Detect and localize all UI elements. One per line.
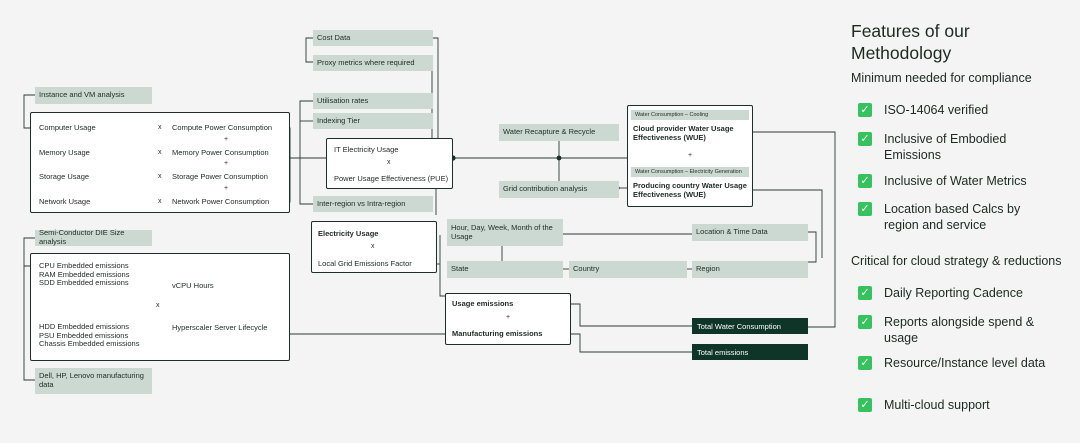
usage-emissions-label: Usage emissions	[452, 299, 514, 308]
embodied-item: PSU Embedded emissions	[39, 330, 129, 340]
strategy-item: ✓ Daily Reporting Cadence	[858, 285, 1058, 301]
times-operator: x	[158, 173, 162, 180]
compliance-item: ✓ Location based Calcs by region and ser…	[858, 201, 1058, 233]
wue-box	[627, 105, 753, 207]
compliance-item-label: Location based Calcs by region and servi…	[884, 202, 1021, 232]
panel-title: Features of our Methodology	[851, 21, 970, 63]
it-electricity-box	[326, 138, 453, 189]
times-operator: x	[158, 149, 162, 156]
power-row-network: Network Power Consumption	[168, 194, 281, 210]
check-icon: ✓	[858, 315, 872, 329]
times-operator: x	[387, 159, 391, 166]
strategy-heading: Critical for cloud strategy & reductions	[851, 254, 1062, 268]
usage-row-compute: Computer Usage	[35, 120, 152, 136]
times-operator: x	[156, 302, 160, 309]
embodied-item: CPU Embedded emissions	[39, 261, 129, 270]
emissions-box	[445, 293, 571, 345]
compliance-heading: Minimum needed for compliance	[851, 71, 1032, 85]
compliance-item-label: ISO-14064 verified	[884, 103, 989, 117]
generation-tag: Water Consumption – Electricity Generati…	[631, 167, 749, 177]
utilisation-label: Utilisation rates	[313, 93, 433, 109]
features-panel: Features of our Methodology Minimum need…	[836, 0, 1080, 443]
cost-data-label: Cost Data	[313, 30, 433, 46]
embodied-group-1: CPU Embedded emissions RAM Embedded emis…	[35, 259, 152, 297]
country-label: Country	[569, 261, 687, 278]
instance-vm-label: Instance and VM analysis	[35, 87, 152, 104]
times-operator: x	[158, 198, 162, 205]
usage-row-storage: Storage Usage	[35, 169, 152, 185]
check-icon: ✓	[858, 356, 872, 370]
grid-contribution-label: Grid contribution analysis	[499, 181, 619, 198]
inter-region-label: Inter-region vs Intra-region	[313, 196, 433, 212]
grid-factor-label: Local Grid Emissions Factor	[318, 259, 412, 268]
plus-operator: +	[224, 185, 229, 192]
embodied-item: RAM Embedded emissions	[39, 269, 130, 279]
embodied-group-2: HDD Embedded emissions PSU Embedded emis…	[35, 320, 152, 357]
total-emissions-output: Total emissions	[692, 344, 808, 360]
compliance-item: ✓ Inclusive of Embodied Emissions	[858, 131, 1058, 163]
power-row-compute: Compute Power Consumption	[168, 120, 281, 136]
embodied-item: SDD Embedded emissions	[39, 278, 129, 288]
strategy-item-label: Reports alongside spend & usage	[884, 315, 1035, 345]
check-icon: ✓	[858, 103, 872, 117]
usage-row-network: Network Usage	[35, 194, 152, 210]
embodied-item: HDD Embedded emissions	[39, 322, 130, 331]
water-recapture-label: Water Recapture & Recycle	[499, 124, 619, 141]
compliance-item-label: Inclusive of Water Metrics	[884, 174, 1027, 188]
plus-operator: +	[224, 136, 229, 143]
check-icon: ✓	[858, 286, 872, 300]
strategy-item: ✓ Reports alongside spend & usage	[858, 314, 1058, 346]
times-operator: x	[371, 243, 375, 250]
indexing-tier-label: Indexing Tier	[313, 113, 433, 129]
plus-operator: +	[224, 160, 229, 167]
proxy-metrics-label: Proxy metrics where required	[313, 55, 433, 71]
plus-operator: +	[688, 152, 693, 159]
compliance-item: ✓ ISO-14064 verified	[858, 102, 1058, 118]
embodied-item: Chassis Embedded emissions	[39, 339, 140, 349]
check-icon: ✓	[858, 202, 872, 216]
time-granularity-label: Hour, Day, Week, Month of the Usage	[447, 219, 563, 246]
server-lifecycle-label: Hyperscaler Server Lifecycle	[168, 320, 284, 337]
compliance-item-label: Inclusive of Embodied Emissions	[884, 132, 1007, 162]
check-icon: ✓	[858, 398, 872, 412]
total-water-output: Total Water Consumption	[692, 318, 808, 334]
electricity-usage-title: Electricity Usage	[318, 229, 379, 238]
country-wue-title: Producing country Water Usage Effectiven…	[633, 181, 747, 199]
semi-conductor-label: Semi-Conductor DIE Size analysis	[35, 229, 152, 246]
strategy-item: ✓ Multi-cloud support	[858, 397, 1058, 413]
check-icon: ✓	[858, 174, 872, 188]
times-operator: x	[158, 124, 162, 131]
strategy-item-label: Resource/Instance level data	[884, 356, 1046, 370]
it-electricity-label: IT Electricity Usage	[334, 145, 399, 154]
vcpu-hours-label: vCPU Hours	[168, 278, 284, 295]
cooling-tag: Water Consumption – Cooling	[631, 110, 749, 120]
state-label: State	[447, 261, 563, 278]
region-label: Region	[692, 261, 808, 278]
power-row-storage: Storage Power Consumption	[168, 169, 281, 185]
vendor-data-label: Dell, HP, Lenovo manufacturing data	[35, 368, 152, 394]
plus-operator: +	[506, 314, 511, 321]
manufacturing-emissions-label: Manufacturing emissions	[452, 329, 543, 338]
check-icon: ✓	[858, 132, 872, 146]
strategy-item: ✓ Resource/Instance level data	[858, 355, 1058, 371]
pue-label: Power Usage Effectiveness (PUE)	[334, 174, 449, 183]
location-time-label: Location & Time Data	[692, 224, 808, 241]
power-row-memory: Memory Power Consumption	[168, 145, 281, 161]
strategy-item-label: Multi-cloud support	[884, 398, 990, 412]
strategy-item-label: Daily Reporting Cadence	[884, 286, 1023, 300]
compliance-item: ✓ Inclusive of Water Metrics	[858, 173, 1058, 189]
usage-row-memory: Memory Usage	[35, 145, 152, 161]
electricity-usage-box	[311, 221, 437, 273]
cloud-wue-title: Cloud provider Water Usage Effectiveness…	[633, 124, 734, 142]
